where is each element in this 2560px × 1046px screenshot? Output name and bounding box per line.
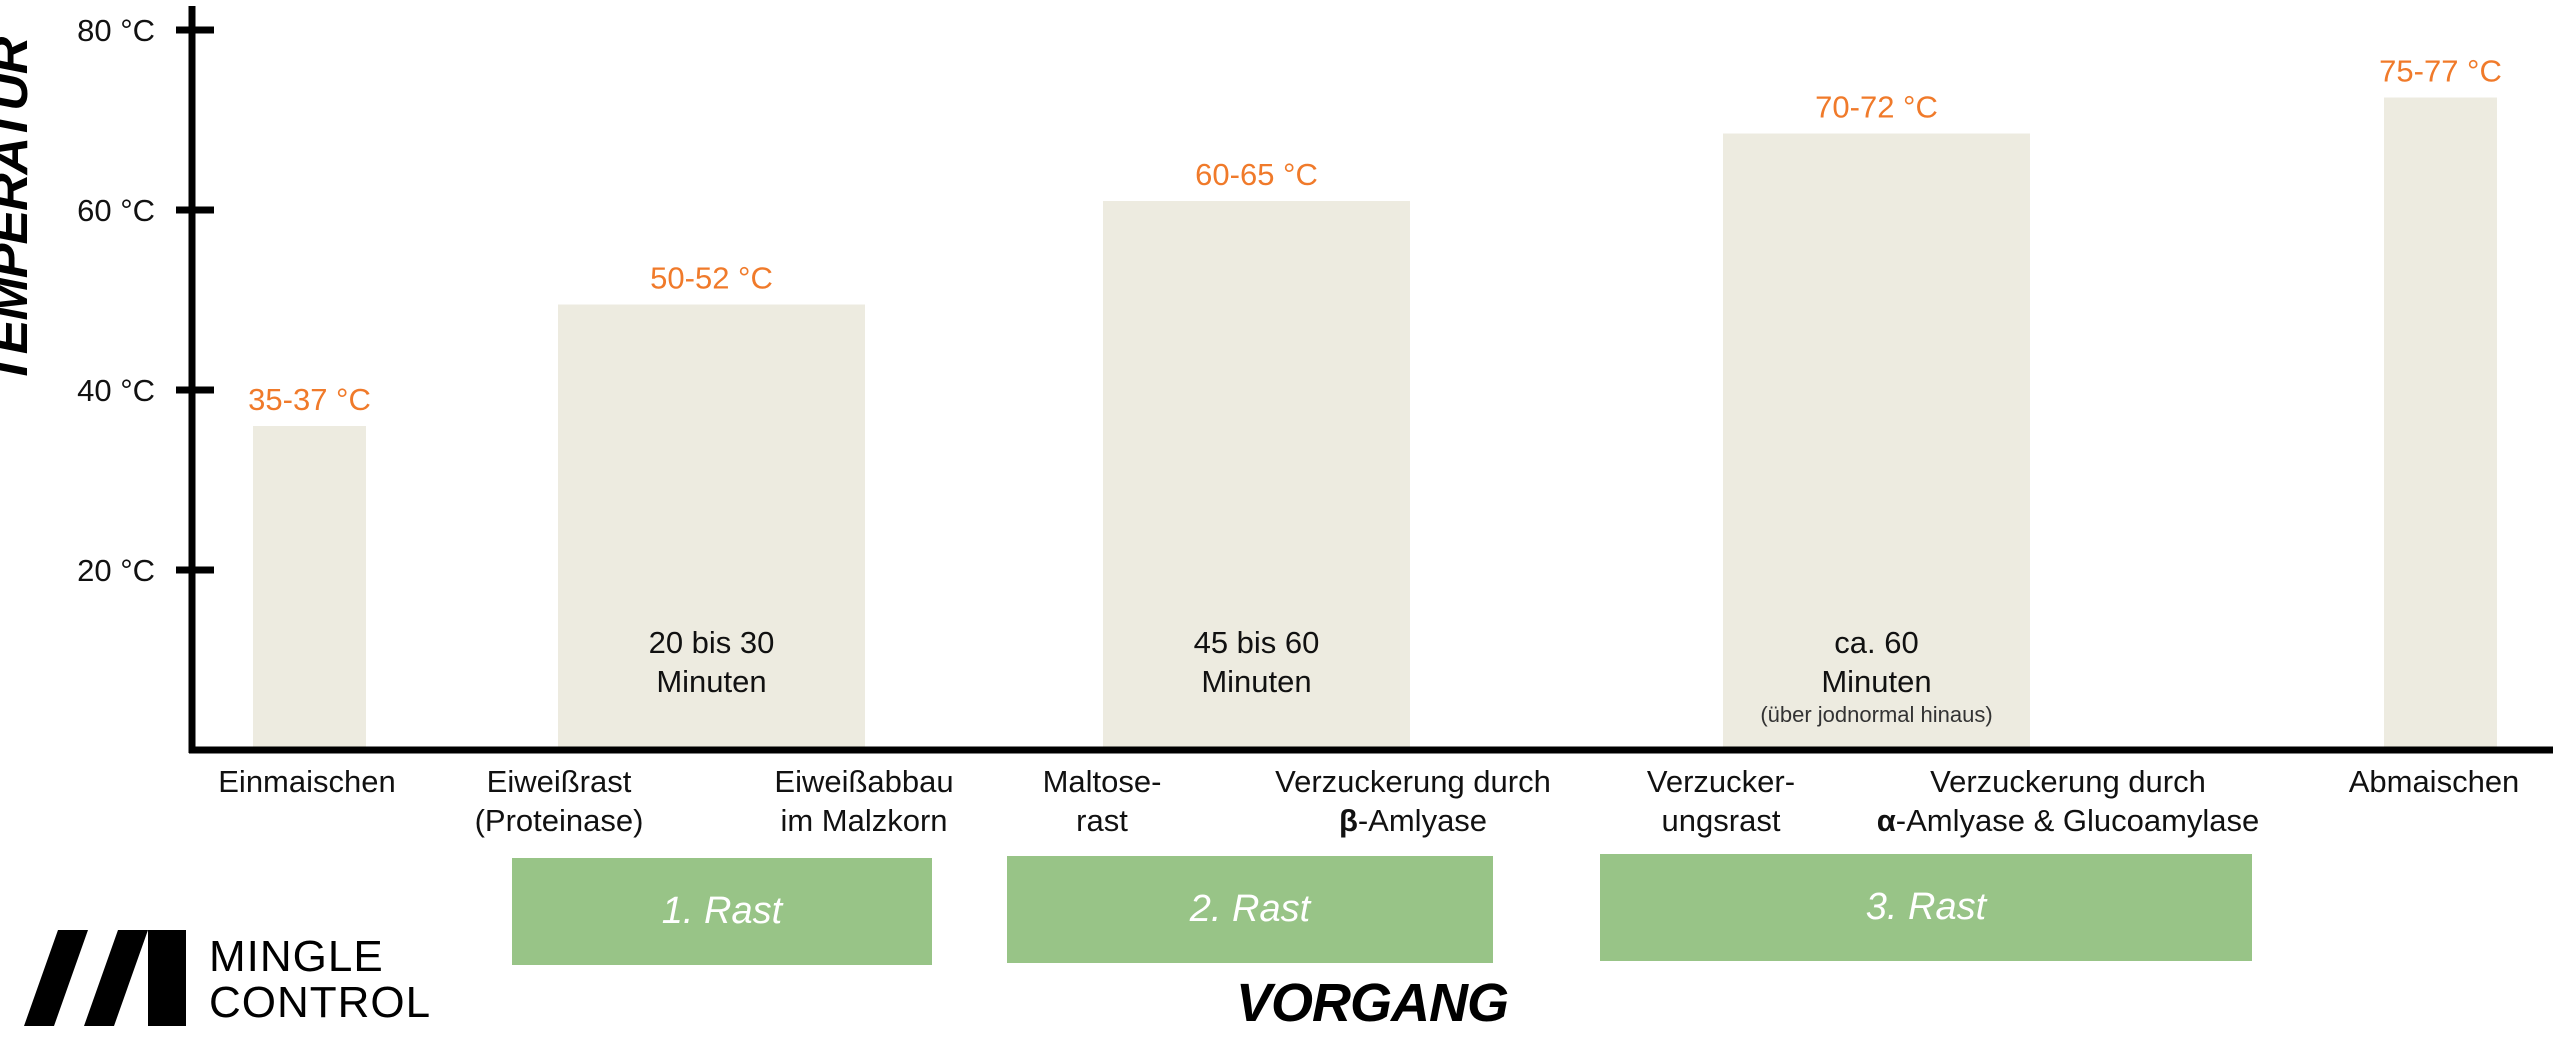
- bar-2-value-label: 50-52 °C: [650, 261, 773, 296]
- category-7-line-2: α-Amlyase & Glucoamylase: [1877, 803, 2260, 838]
- bar-1: [253, 426, 366, 750]
- category-6-line-1: Verzucker-: [1647, 764, 1795, 799]
- phase-1-rast: 1. Rast: [512, 858, 932, 965]
- category-1-line-1: Einmaischen: [218, 764, 395, 799]
- category-5-line-1: Verzuckerung durch: [1275, 764, 1551, 799]
- bar-4-duration-line-2: Minuten: [1821, 664, 1931, 699]
- y-tick-label-40: 40 °C: [77, 373, 155, 408]
- phase-3-rast: 3. Rast: [1600, 854, 2252, 961]
- category-8-line-1: Abmaischen: [2349, 764, 2520, 799]
- bar-1-value-label: 35-37 °C: [248, 382, 371, 417]
- y-axis-title: TEMPERATUR: [0, 37, 39, 385]
- logo-line-1: MINGLE: [209, 932, 384, 981]
- category-4-line-1: Maltose-: [1043, 764, 1162, 799]
- y-tick-label-20: 20 °C: [77, 553, 155, 588]
- y-tick-label-80: 80 °C: [77, 13, 155, 48]
- category-3-line-1: Eiweißabbau: [774, 764, 953, 799]
- bar-2-duration-line-1: 20 bis 30: [649, 625, 775, 660]
- bar-4: [1723, 133, 2030, 750]
- bar-4-value-label: 70-72 °C: [1815, 90, 1938, 125]
- phase-2-rast: 2. Rast: [1007, 856, 1493, 963]
- bar-5-value-label: 75-77 °C: [2379, 54, 2502, 89]
- category-6-line-2: ungsrast: [1662, 803, 1781, 838]
- bar-3: [1103, 201, 1410, 750]
- logo-line-2: CONTROL: [209, 978, 432, 1027]
- bar-4-duration-line-1: ca. 60: [1834, 625, 1918, 660]
- bar-3-value-label: 60-65 °C: [1195, 157, 1318, 192]
- category-2-line-1: Eiweißrast: [487, 764, 632, 799]
- phase-1-label: 1. Rast: [661, 890, 783, 932]
- y-tick-label-60: 60 °C: [77, 193, 155, 228]
- logo-wordmark: MINGLE CONTROL: [209, 934, 431, 1026]
- x-axis-title: VORGANG: [1236, 973, 1509, 1033]
- phase-3-label: 3. Rast: [1865, 886, 1987, 928]
- bar-2: [558, 304, 865, 750]
- bar-5: [2384, 97, 2497, 750]
- phase-2-label: 2. Rast: [1189, 888, 1311, 930]
- category-2-line-2: (Proteinase): [475, 803, 644, 838]
- logo-mark-icon: [24, 930, 186, 1026]
- category-3-line-2: im Malzkorn: [780, 803, 947, 838]
- bar-4-duration-line-3: (über jodnormal hinaus): [1760, 702, 1992, 727]
- bar-2-duration-line-2: Minuten: [656, 664, 766, 699]
- bar-3-duration-line-1: 45 bis 60: [1194, 625, 1320, 660]
- mingle-control-logo: MINGLE CONTROL: [24, 930, 454, 1030]
- category-5-line-2: β-Amlyase: [1339, 803, 1487, 838]
- category-7-line-1: Verzuckerung durch: [1930, 764, 2206, 799]
- bar-3-duration-line-2: Minuten: [1201, 664, 1311, 699]
- category-4-line-2: rast: [1076, 803, 1128, 838]
